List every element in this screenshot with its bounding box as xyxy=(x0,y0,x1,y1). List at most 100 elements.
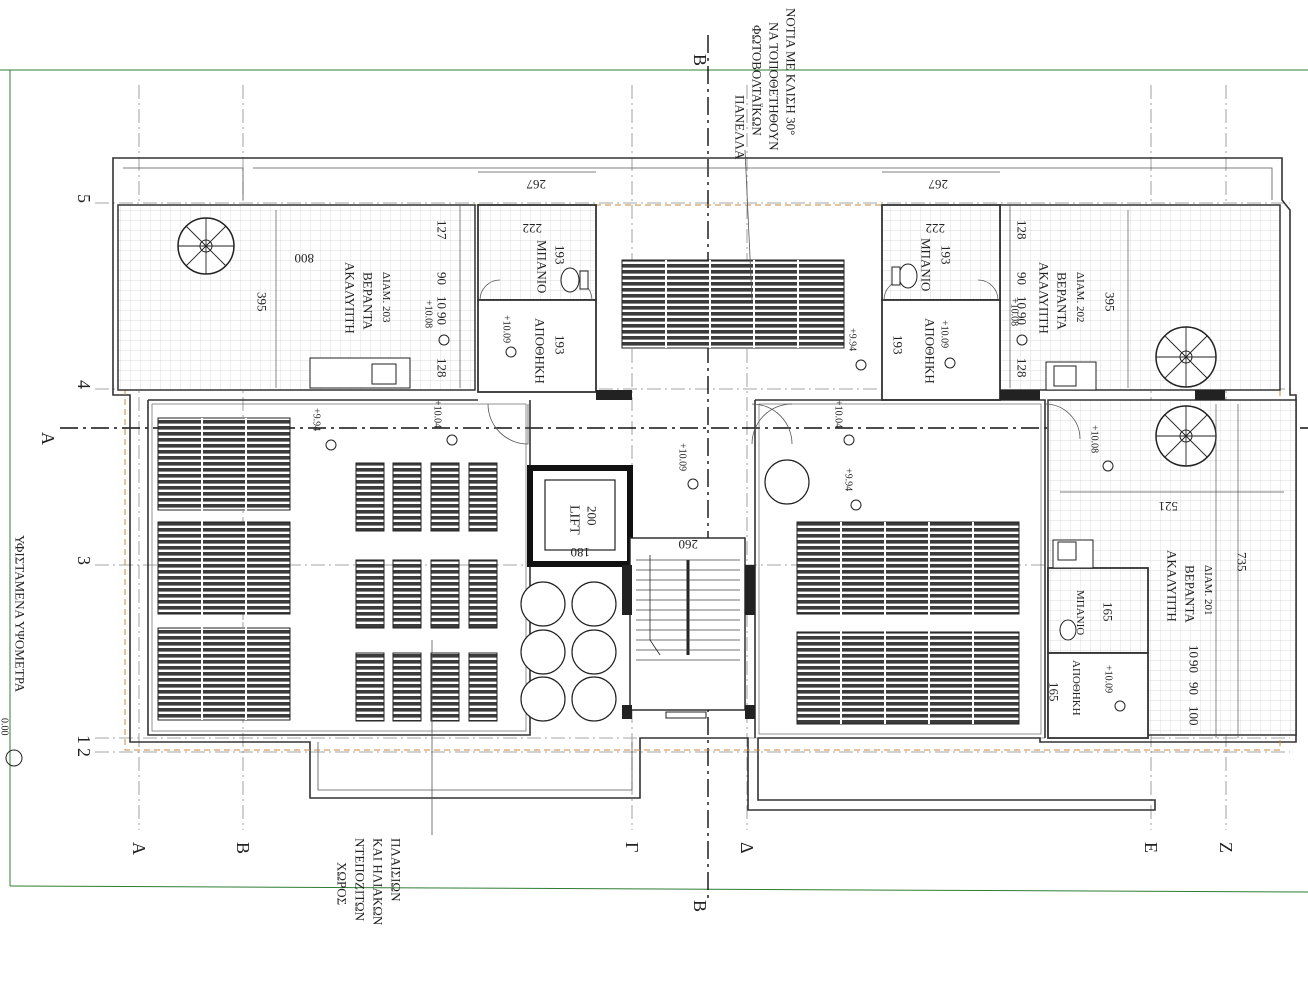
veranda-left-label: ΒΕΡΑΝΤΑ xyxy=(361,272,376,330)
axis-labels: A B Γ Δ E Z 1 2 3 4 5 B B A xyxy=(38,54,1236,912)
storage-bottom-room xyxy=(1047,652,1149,739)
lift-car xyxy=(544,479,616,551)
veranda-right-label: ΒΕΡΑΝΤΑ xyxy=(1055,272,1070,330)
axis-label-b: B xyxy=(233,842,253,854)
level-label: +10.04 xyxy=(432,400,443,428)
spiral-stair-left xyxy=(177,217,235,275)
dimension-label: 267 xyxy=(928,177,948,192)
dimension-label: 395 xyxy=(1103,292,1118,312)
level-label: +10.04 xyxy=(833,400,844,428)
level-label: +9.94 xyxy=(843,468,854,491)
sink-fixtures xyxy=(309,357,1097,569)
dimension-label: 10 xyxy=(1015,296,1030,309)
dimension-label: 10 xyxy=(1187,645,1202,658)
veranda-left-label: ΔΙΑΜ. 203 xyxy=(380,272,392,323)
panels-note: ΦΩΤΟΒΟΛΤΑΪΚΩΝ xyxy=(750,25,765,136)
axis-label-e: E xyxy=(1141,842,1161,853)
panels-note: ΠΑΝΕΛΛΑ xyxy=(733,95,748,160)
veranda-bottom-right-label: ΔΙΑΜ. 201 xyxy=(1202,565,1214,615)
veranda-right-label: ΔΙΑΜ. 202 xyxy=(1074,272,1086,322)
level-label: +10.09 xyxy=(939,320,950,348)
wc-fixtures xyxy=(560,263,1077,641)
dimension-label: 128 xyxy=(435,358,450,378)
column xyxy=(1195,390,1225,400)
veranda-left-area xyxy=(117,204,476,391)
level-label: +10.09 xyxy=(501,315,512,343)
dimension-label: 90 xyxy=(1187,660,1202,673)
panels-note: ΝΟΤΙΑ ΜΕ ΚΛΙΣΗ 30° xyxy=(784,8,799,135)
dimension-label: 10 xyxy=(435,296,450,309)
storage-right-room xyxy=(881,299,1001,401)
dimension-label: 193 xyxy=(553,335,568,355)
dimension-label: 193 xyxy=(891,335,906,355)
panels-note: ΝΑ ΤΟΠΟΘΕΤΗΘΟΥΝ xyxy=(767,22,782,151)
dimension-label: 180 xyxy=(571,545,591,560)
panels-leader xyxy=(744,149,753,301)
bath-bottom-label: ΜΠΑΝΙΟ xyxy=(1074,590,1086,635)
bath-right-label: ΜΠΑΝΙΟ xyxy=(919,238,934,291)
dimension-label: 193 xyxy=(553,245,568,265)
dimension-label: 200 xyxy=(585,506,600,526)
veranda-right-label: ΑΚΑΛΥΠΤΗ xyxy=(1037,262,1052,334)
storage-right-label: ΑΠΟΘΗΚΗ xyxy=(923,318,938,384)
level-label: +9.94 xyxy=(311,408,322,431)
storage-left-label: ΑΠΟΘΗΚΗ xyxy=(533,318,548,384)
dimension-label: 260 xyxy=(679,537,699,552)
dimension-label: 800 xyxy=(295,251,315,266)
level-label: +10.09 xyxy=(677,443,688,471)
tanks-note: ΚΑΙ ΗΛΙΑΚΩΝ xyxy=(371,838,386,926)
dimension-label: 90 xyxy=(435,312,450,325)
axis-label-5: 5 xyxy=(74,194,94,203)
dimension-label: 395 xyxy=(255,292,270,312)
level-label: +10.08 xyxy=(1089,425,1100,453)
roof-slab-left xyxy=(147,399,531,736)
bath-left-label: ΜΠΑΝΙΟ xyxy=(535,240,550,293)
veranda-bottom-right-label: ΑΚΑΛΥΠΤΗ xyxy=(1165,550,1180,622)
dimension-label: 100 xyxy=(1187,706,1202,726)
door-swings xyxy=(479,279,1081,445)
solar-panel-array xyxy=(796,631,1020,725)
storage-bottom-label: ΑΠΟΘΗΚΗ xyxy=(1070,660,1082,716)
ground-level-mark: 0.00 xyxy=(0,718,10,736)
dimension-label: 90 xyxy=(1187,682,1202,695)
roof-inner-outline xyxy=(123,167,1273,791)
dimension-lines xyxy=(275,171,1284,738)
property-line-bottom xyxy=(9,885,1308,893)
solar-collectors xyxy=(355,462,498,722)
water-tanks xyxy=(520,459,810,722)
dimension-label: 165 xyxy=(1047,682,1062,702)
roof-slab-parapet xyxy=(151,403,527,732)
tanks-note: ΠΛΑΙΣΙΩΝ xyxy=(389,838,404,902)
solar-panel-array xyxy=(157,521,291,615)
spiral-stair-right-bottom xyxy=(1155,405,1217,467)
dimension-label: 267 xyxy=(526,177,546,192)
bath-left-room xyxy=(477,204,597,301)
spiral-stair-right-top xyxy=(1155,326,1217,388)
solar-panel-array xyxy=(621,259,845,349)
solar-panel-array xyxy=(157,417,291,511)
roof-outline xyxy=(112,157,1297,811)
dimension-label: 90 xyxy=(1015,312,1030,325)
tanks-note: ΧΩΡΟΣ xyxy=(335,862,350,905)
axis-label-4: 4 xyxy=(74,380,94,389)
dimension-label: 90 xyxy=(1015,272,1030,285)
dimension-label: 128 xyxy=(1015,220,1030,240)
staircase xyxy=(622,537,755,719)
dimension-label: 521 xyxy=(1159,499,1179,514)
lift-label: LIFT xyxy=(567,505,582,535)
veranda-bottom-right-label: ΒΕΡΑΝΤΑ xyxy=(1183,565,1198,623)
level-label: +10.08 xyxy=(1009,298,1020,326)
axis-label-2: 2 xyxy=(74,748,94,757)
level-markers xyxy=(5,334,1126,767)
dimension-label: 193 xyxy=(939,245,954,265)
solar-panel-array xyxy=(157,627,291,721)
dimension-label: 735 xyxy=(1235,552,1250,572)
section-label-a: A xyxy=(38,432,58,445)
column xyxy=(596,390,632,400)
dimension-label: 222 xyxy=(523,221,543,236)
dimension-label: 127 xyxy=(435,220,450,240)
storage-left-room xyxy=(477,299,597,393)
veranda-left-label: ΑΚΑΛΥΠΤΗ xyxy=(343,262,358,334)
axis-label-3: 3 xyxy=(74,556,94,565)
